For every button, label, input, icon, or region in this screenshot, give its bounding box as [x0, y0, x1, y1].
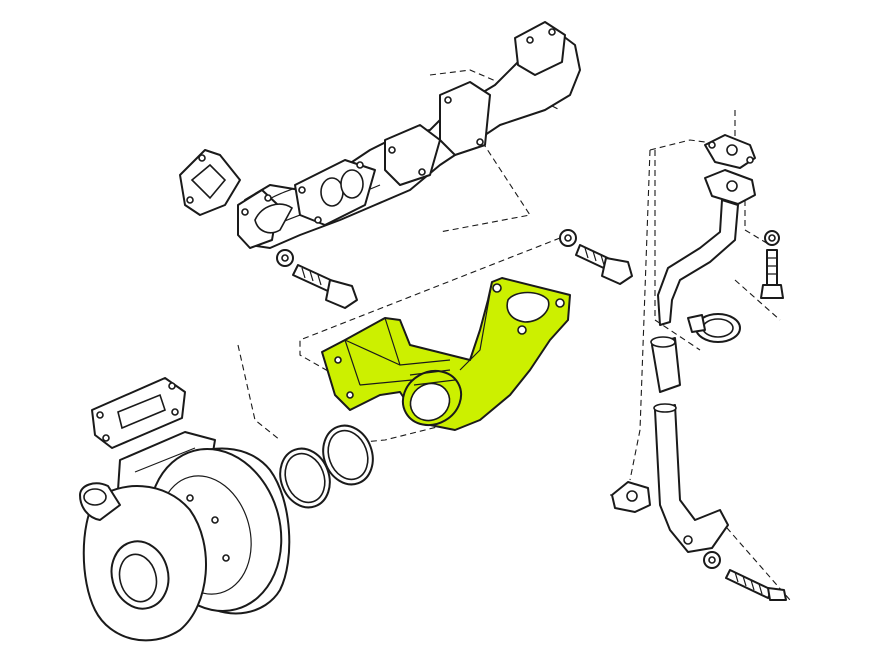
seal-ring-inner: [279, 447, 331, 509]
turbo-support-bracket: [321, 277, 571, 431]
turbo-inlet-gasket: [91, 377, 186, 449]
hose-clamp: [687, 313, 741, 343]
turbocharger: [79, 431, 291, 642]
oil-feed-pipe: [657, 134, 756, 326]
return-bolt: [703, 551, 787, 601]
oil-return-pipe: [611, 403, 729, 553]
manifold-bolt: [276, 249, 358, 309]
rubber-hose: [650, 336, 681, 393]
exhaust-manifold: [237, 21, 581, 249]
flange-bolt: [559, 229, 633, 285]
manifold-gasket: [179, 149, 241, 216]
banjo-bolt: [760, 230, 784, 299]
